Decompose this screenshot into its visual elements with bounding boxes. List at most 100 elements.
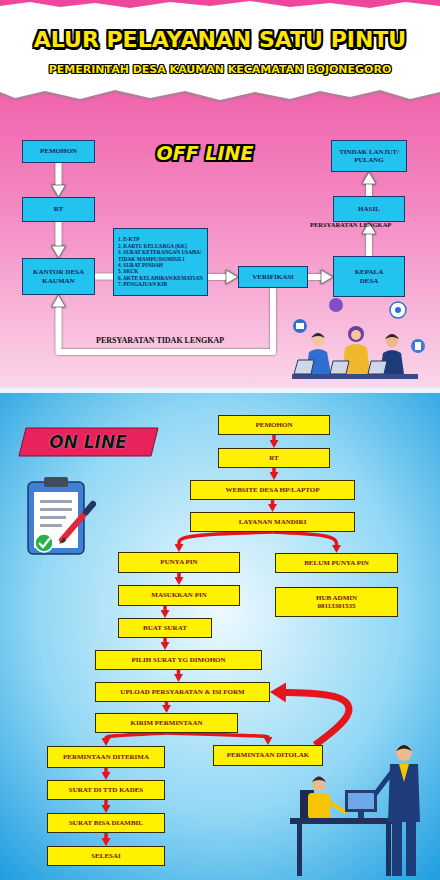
flow-arrow [163,606,167,610]
flow-arrow [56,222,62,246]
edge-label: PERSYARATAN LENGKAP [310,221,391,228]
flow-arrow [286,692,349,745]
node-text: KANTOR DESA KAUMAN [26,268,91,284]
node-text: SELESAI [91,852,121,860]
node-text: WEBSITE DESA HP/LAPTOP [225,486,319,494]
person-figure [351,330,361,340]
process-box: PERMINTAAN DITOLAK [213,745,323,766]
laptop [330,361,349,374]
flow-arrow [106,733,167,738]
section-divider [0,388,440,393]
process-box: SURAT DI TTD KADES [47,780,165,800]
process-box: RT [218,448,330,468]
process-box: PERMINTAAN DITERIMA [47,746,165,768]
document-icon [415,342,421,350]
gear-icon [395,307,401,313]
flow-arrow [56,163,62,185]
process-box: KEPALA DESA [333,256,405,297]
gear-icon [390,302,406,318]
laptop [294,360,314,374]
section-heading: ON LINE [22,428,154,456]
edge-label: PERSYARATAN TIDAK LENGKAP [96,336,224,345]
chat-icon [329,298,343,312]
pen-icon [62,504,93,540]
person-figure [308,793,330,819]
flow-arrow [167,733,269,737]
node-text: LAYANAN MANDIRI [239,518,307,526]
clipboard-icon [40,524,62,527]
flow-arrow [273,532,337,545]
section-heading: OFF LINE [125,140,285,166]
clipboard-icon [40,508,72,511]
process-box: PUNYA PIN [118,552,240,573]
node-text: BELUM PUNYA PIN [304,559,369,567]
process-box: BELUM PUNYA PIN [275,553,398,573]
flow-arrow [177,573,181,577]
process-box: PILIH SURAT YG DIMOHON [95,650,262,670]
monitor [348,793,374,809]
person-figure [348,326,364,342]
node-text: 1. E-KTP [118,236,139,242]
person-figure [311,333,325,338]
process-box: BUAT SURAT [118,618,212,638]
node-text: RT [54,205,63,213]
node-text: 2. KARTU KELUARGA (KK) [118,243,187,249]
node-text: VERIFIKASI [252,273,294,281]
desk [297,824,302,876]
flow-arrow [272,435,276,440]
process-box: WEBSITE DESA HP/LAPTOP [190,480,355,500]
node-text: TINDAK LANJUT/ PULANG [335,148,403,164]
requirement-list: 1. E-KTP2. KARTU KELUARGA (KK)3. SURAT K… [113,228,208,296]
node-text: BUAT SURAT [143,624,187,632]
person-figure [396,745,412,751]
monitor [345,790,377,812]
node-text: PERMINTAAN DITERIMA [63,753,149,761]
process-box: SELESAI [47,846,165,866]
person-figure [392,822,402,876]
flow-arrow [95,274,113,280]
online-background [0,392,440,880]
node-text: MASUKKAN PIN [151,591,206,599]
node-text: 3. SURAT KETERANGAN USAHA/ TIDAK MAMPU/D… [118,249,203,262]
flow-arrow [163,638,167,642]
person-figure [396,745,412,761]
person-figure [399,764,409,782]
process-box: PEMOHON [22,140,95,163]
desk [292,374,418,379]
node-text: HUB ADMIN 08113301535 [307,594,367,610]
person-figure [385,334,399,339]
node-text: HASIL [358,205,380,213]
process-box: KANTOR DESA KAUMAN [22,258,95,295]
node-text: RT [269,454,278,462]
flow-arrow [179,532,273,544]
flow-arrow [272,468,276,472]
process-box: UPLOAD PERSYARATAN & ISI FORM [95,682,270,702]
node-text: UPLOAD PERSYARATAN & ISI FORM [120,688,244,696]
flow-arrow [208,274,226,280]
flow-arrow [104,800,108,805]
person-figure [406,822,416,876]
node-text: PUNYA PIN [160,558,197,566]
pen-icon [86,504,93,512]
flow-arrow [271,500,275,504]
person-figure [312,777,326,783]
node-text: 7. PENGAJUAN KIB [118,281,167,287]
clipboard-icon [40,500,72,503]
desk [290,818,398,824]
node-text: SURAT DI TTD KADES [69,786,144,794]
node-text: SURAT BISA DIAMBIL [69,819,143,827]
node-text: 4. SURAT PINDAH [118,262,163,268]
clipboard-icon [44,477,68,487]
person-figure [312,777,326,791]
node-text: 6. AKTE KELAHIRAN/KEMATIAN [118,275,203,281]
node-text: PEMOHON [40,147,77,155]
offline-background [0,0,440,392]
person-figure [326,800,345,812]
flow-arrow [104,833,108,838]
process-box: SURAT BISA DIAMBIL [47,813,165,833]
clipboard-icon [28,482,84,554]
subtitle: PEMERINTAH DESA KAUMAN KECAMATAN BOJONEG… [0,63,440,76]
node-text: PILIH SURAT YG DIMOHON [131,656,225,664]
flow-arrow [165,702,169,705]
check-icon [39,538,50,547]
